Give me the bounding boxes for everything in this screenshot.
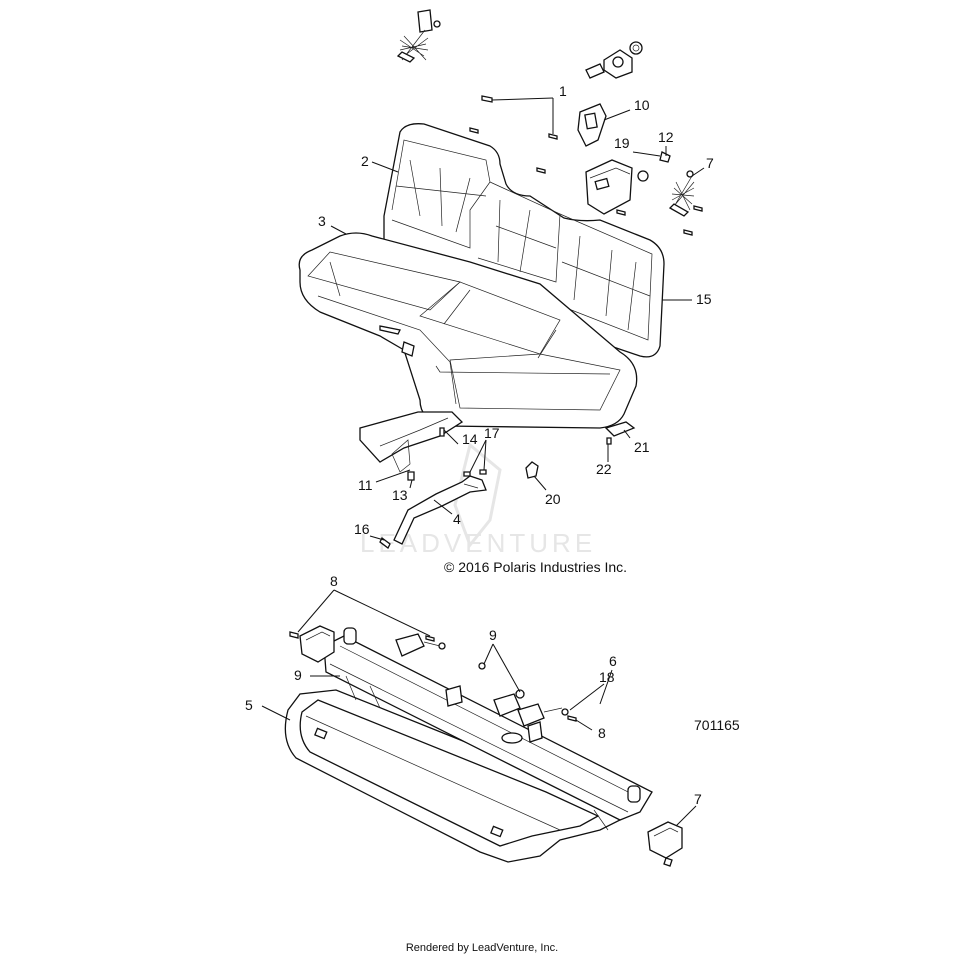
callout-21: 21 [634, 439, 650, 455]
pad-21 [604, 421, 636, 437]
seat-crossbar [323, 627, 653, 831]
seat-back [383, 123, 665, 358]
callout-9b: 9 [294, 667, 302, 683]
buckle-6 [493, 693, 577, 727]
bolts-1 [469, 95, 558, 174]
retractor-left [289, 625, 335, 663]
callout-16: 16 [354, 521, 370, 537]
callout-11: 11 [358, 477, 373, 493]
callout-17: 17 [484, 425, 500, 441]
watermark: LEADVENTURE [360, 528, 596, 558]
copyright-notice: © 2016 Polaris Industries Inc. [444, 559, 627, 575]
callout-3: 3 [318, 213, 326, 229]
nut-9 [478, 662, 486, 670]
leader-lines [261, 97, 705, 827]
callout-7a: 7 [706, 155, 714, 171]
screw-17b [479, 469, 487, 475]
retractor-right [647, 821, 683, 867]
callouts: 1 2 3 4 5 6 7 7 8 8 9 9 10 11 12 13 14 1… [245, 83, 714, 807]
callout-8b: 8 [598, 725, 606, 741]
callout-19: 19 [614, 135, 630, 151]
spring-right [668, 170, 703, 236]
seat-bottom [298, 232, 638, 429]
buckle-upper [395, 633, 446, 657]
callout-22: 22 [596, 461, 612, 477]
footer-credit: Rendered by LeadVenture, Inc. [405, 942, 559, 954]
callout-14: 14 [462, 431, 478, 447]
bolt-16 [379, 537, 391, 549]
screw-17a [463, 471, 471, 477]
callout-20: 20 [545, 491, 561, 507]
seat-bracket [585, 41, 643, 79]
screw-22 [606, 437, 612, 445]
brace-4 [393, 475, 487, 545]
callout-6: 6 [609, 653, 617, 669]
callout-13: 13 [392, 487, 408, 503]
bracket-11 [359, 411, 464, 473]
bolt-13 [407, 471, 415, 481]
drawing-number: 701165 [694, 717, 740, 733]
callout-2: 2 [361, 153, 369, 169]
storage-box-19 [585, 151, 671, 216]
callout-7b: 7 [694, 791, 702, 807]
nut-9b [515, 689, 525, 699]
buckle-10 [577, 103, 607, 147]
pin-20 [525, 461, 539, 479]
spring-top-left [396, 9, 441, 63]
callout-8a: 8 [330, 573, 338, 589]
callout-4: 4 [453, 511, 461, 527]
callout-12: 12 [658, 129, 674, 145]
callout-18: 18 [599, 669, 615, 685]
callout-15: 15 [696, 291, 712, 307]
callout-9a: 9 [489, 627, 497, 643]
callout-5: 5 [245, 697, 253, 713]
callout-10: 10 [634, 97, 650, 113]
callout-1: 1 [559, 83, 567, 99]
